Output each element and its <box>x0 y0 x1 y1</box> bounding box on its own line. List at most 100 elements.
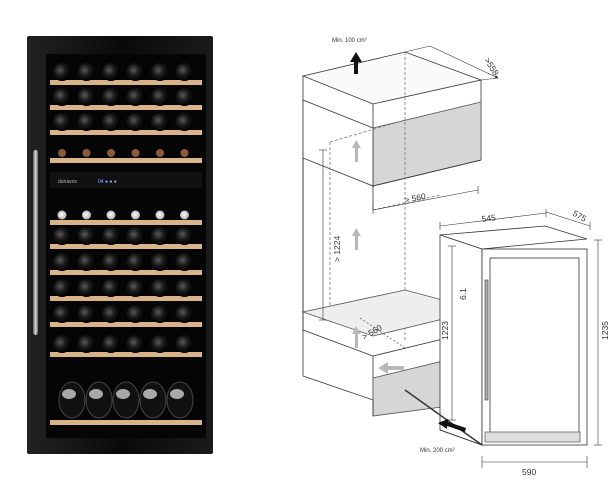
bottle-label <box>116 389 130 399</box>
dim-appliance-height: 1235 <box>600 321 610 340</box>
appliance-handle <box>484 279 489 401</box>
bottle-lying <box>112 381 140 419</box>
dimension-lines <box>319 45 602 468</box>
bottle <box>151 253 169 271</box>
bottle <box>126 305 145 323</box>
bottle <box>102 253 120 271</box>
bottle <box>53 63 71 81</box>
bottle <box>126 63 145 81</box>
bottle <box>77 227 96 245</box>
dim-niche-height: > 1224 <box>332 235 342 262</box>
bottle <box>102 279 120 297</box>
bottle <box>175 253 194 271</box>
bottle <box>53 88 71 106</box>
cabinet-outline <box>301 51 483 417</box>
appliance-bottom-edge <box>439 429 483 446</box>
bottle-lying <box>166 381 194 419</box>
dim-depth-cabinet: >558 <box>482 56 501 78</box>
door-glass-panel <box>489 257 580 437</box>
bottle <box>102 63 120 81</box>
bottle <box>151 305 169 323</box>
airflow-bottom-label: Min. 200 cm² <box>420 448 455 454</box>
wooden-shelf <box>50 352 202 357</box>
bottle <box>180 149 189 157</box>
wine-cooler-photo: dunavox 04 ● ● ● <box>27 36 213 454</box>
bottle <box>77 88 96 106</box>
bottle <box>175 335 194 353</box>
wooden-shelf <box>50 322 202 327</box>
bottle <box>131 210 140 220</box>
bottle <box>126 113 145 131</box>
bottle <box>77 113 96 131</box>
bottle <box>175 227 194 245</box>
bottle <box>58 149 66 157</box>
airflow-arrow-upper-icon <box>352 140 361 162</box>
bottle <box>53 113 71 131</box>
bottle-lying <box>139 381 167 419</box>
bottle-label <box>143 389 157 399</box>
dim-appliance-width: 590 <box>522 467 536 477</box>
bottle <box>180 210 189 220</box>
control-panel-strip <box>50 172 202 188</box>
bottle <box>106 210 116 220</box>
bottle <box>77 305 96 323</box>
dim-appliance-height-inner: 1223 <box>440 321 450 340</box>
shelves-group <box>50 80 202 425</box>
bottle <box>126 335 145 353</box>
appliance-outline <box>404 225 588 446</box>
wooden-shelf <box>50 80 202 85</box>
wooden-shelf <box>50 158 202 163</box>
bottle <box>175 88 194 106</box>
bottle <box>151 88 169 106</box>
wooden-shelf-bottom <box>50 420 202 425</box>
wooden-shelf <box>50 296 202 301</box>
airflow-arrows <box>352 140 361 348</box>
bottle <box>126 279 145 297</box>
bottle <box>151 113 169 131</box>
bottle <box>175 279 194 297</box>
lower-airflow-arrow-icon <box>378 362 404 374</box>
bottle <box>77 279 96 297</box>
bottle <box>53 335 71 353</box>
bottle <box>151 279 169 297</box>
control-panel: dunavox 04 ● ● ● <box>50 172 202 188</box>
dim-niche-width: > 560 <box>403 191 426 205</box>
wooden-shelf <box>50 270 202 275</box>
door-handle <box>33 150 38 335</box>
installation-diagram <box>301 45 602 468</box>
bottle <box>151 63 169 81</box>
bottle <box>156 149 164 157</box>
bottle <box>126 88 145 106</box>
bottle <box>175 113 194 131</box>
bottle <box>126 227 145 245</box>
bottle <box>175 63 194 81</box>
bottle-label <box>170 389 184 399</box>
bottle <box>57 210 67 220</box>
bottle-label <box>62 389 76 399</box>
bottle <box>53 279 71 297</box>
wooden-shelf <box>50 220 202 225</box>
wooden-shelf <box>50 105 202 110</box>
upper-side-panel <box>302 99 374 187</box>
bottom-inlet-arrow-icon <box>438 419 466 432</box>
bottle <box>77 335 96 353</box>
bottle <box>82 149 91 157</box>
bottle <box>53 253 71 271</box>
bottle <box>155 210 165 220</box>
bottle <box>151 227 169 245</box>
bottle <box>102 227 120 245</box>
airflow-arrow-middle-icon <box>352 228 361 250</box>
wooden-shelf <box>50 130 202 135</box>
airflow-top-label: Min. 100 cm² <box>332 38 367 44</box>
niche-ceiling-front <box>372 159 482 187</box>
airflow-arrow-lower-icon <box>352 326 361 348</box>
bottle-label <box>89 389 103 399</box>
bottle <box>77 63 96 81</box>
dim-door-gap: 6.1 <box>458 288 468 300</box>
bottle <box>102 335 120 353</box>
bottle-lying <box>85 381 113 419</box>
wooden-shelf <box>50 244 202 249</box>
bottle <box>151 335 169 353</box>
bottle <box>131 149 140 157</box>
